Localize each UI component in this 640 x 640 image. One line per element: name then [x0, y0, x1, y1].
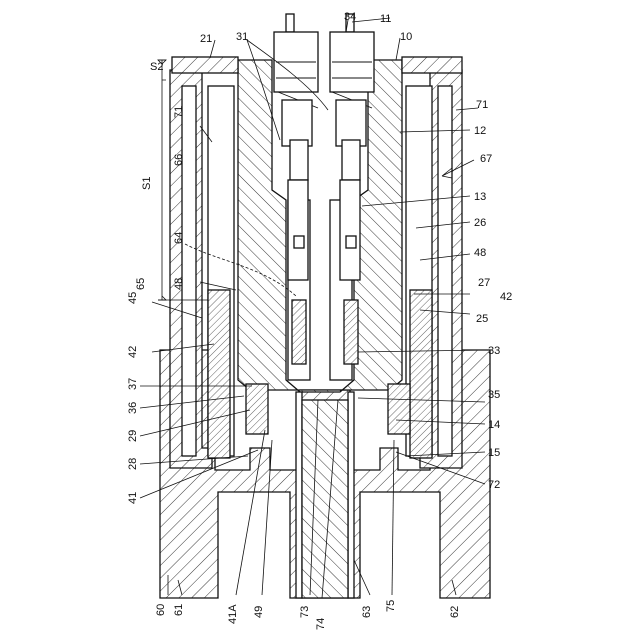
- label-61: 61: [173, 604, 185, 616]
- label-41A: 41A: [227, 604, 239, 624]
- label-10: 10: [400, 31, 412, 43]
- label-31: 31: [236, 31, 248, 43]
- label-S1: S1: [141, 177, 153, 190]
- label-21: 21: [200, 33, 212, 45]
- label-25: 25: [476, 313, 488, 325]
- label-29: 29: [127, 430, 139, 442]
- label-42-left: 42: [127, 346, 139, 358]
- label-45: 45: [127, 292, 139, 304]
- label-60: 60: [155, 604, 167, 616]
- label-48-right: 48: [474, 247, 486, 259]
- seal-ring-right: [388, 384, 410, 434]
- label-71-left: 71: [173, 106, 185, 118]
- label-42-right: 42: [500, 291, 512, 303]
- label-12: 12: [474, 125, 486, 137]
- label-75: 75: [385, 600, 397, 612]
- label-36: 36: [127, 402, 139, 414]
- seal-ring-left: [246, 384, 268, 434]
- label-49: 49: [253, 606, 265, 618]
- label-28: 28: [127, 458, 139, 470]
- dimension-lines: [158, 60, 166, 300]
- label-34: 34: [344, 11, 356, 23]
- label-74: 74: [315, 618, 327, 630]
- label-15: 15: [488, 447, 500, 459]
- label-48-left: 48: [173, 278, 185, 290]
- label-66: 66: [173, 154, 185, 166]
- label-63: 63: [361, 606, 373, 618]
- label-13: 13: [474, 191, 486, 203]
- label-14: 14: [488, 419, 500, 431]
- label-33: 33: [488, 345, 500, 357]
- label-73: 73: [299, 606, 311, 618]
- label-27: 27: [478, 277, 490, 289]
- label-67: 67: [480, 153, 492, 165]
- label-41: 41: [127, 492, 139, 504]
- central-housing-12: [238, 60, 402, 392]
- label-35: 35: [488, 389, 500, 401]
- center-rods-73-74: [296, 392, 354, 598]
- label-72: 72: [488, 479, 500, 491]
- label-64: 64: [173, 232, 185, 244]
- label-26: 26: [474, 217, 486, 229]
- label-11: 11: [380, 13, 391, 25]
- label-62: 62: [449, 606, 461, 618]
- label-71-right: 71: [476, 99, 488, 111]
- label-S2: S2: [150, 61, 163, 73]
- label-37: 37: [127, 378, 139, 390]
- label-65: 65: [135, 278, 147, 290]
